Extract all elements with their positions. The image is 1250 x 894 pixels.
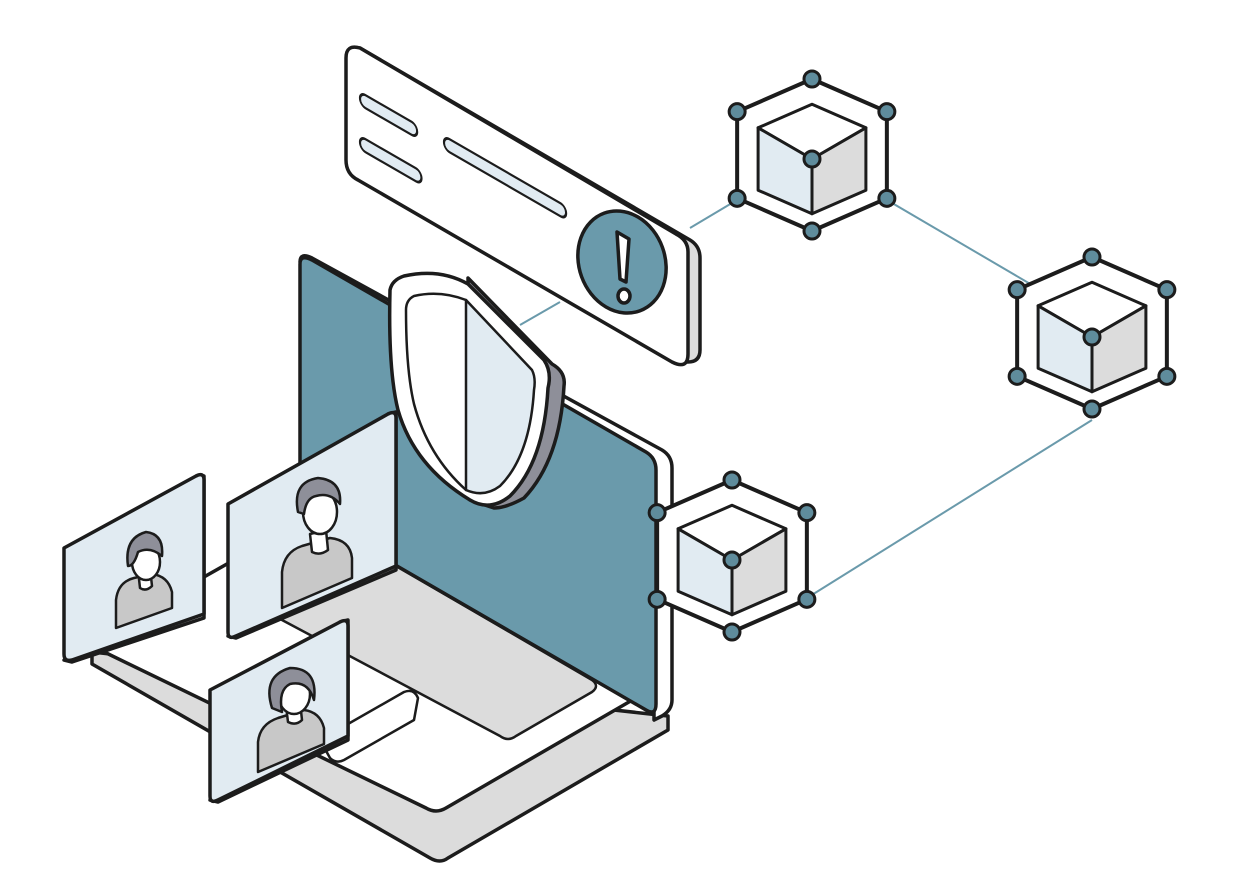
shield-right-half (464, 298, 536, 495)
cube-node (877, 102, 897, 122)
network-links (519, 199, 1093, 599)
cube-node (797, 503, 817, 523)
cube-face-right (1090, 304, 1148, 394)
cube-node (722, 550, 742, 570)
user-avatar-icon (114, 530, 174, 630)
cube-node (647, 589, 667, 609)
user-panel-front (208, 618, 350, 804)
cube-node (1157, 366, 1177, 386)
cube-node (797, 589, 817, 609)
alert-line-long-1 (358, 137, 423, 184)
link-shield-to-card (519, 301, 561, 326)
alert-card-icon (344, 45, 702, 367)
cube-node (727, 102, 747, 122)
blockchain-cubes (647, 69, 1177, 642)
cube-node (877, 188, 897, 208)
alert-line-long-2 (442, 137, 568, 219)
cube-node (722, 622, 742, 642)
cube-face-right (810, 126, 868, 216)
cube-node (1082, 399, 1102, 419)
cube-node (722, 470, 742, 490)
user-avatar-icon (280, 476, 354, 610)
laptop-screen-frame (298, 254, 674, 722)
shield-icon (387, 271, 566, 510)
user-avatar-icon (256, 666, 326, 774)
blockchain-cube-right (1007, 247, 1177, 419)
cube-node (802, 149, 822, 169)
user-panel-left (62, 472, 206, 664)
blockchain-cube-bottom (647, 470, 817, 642)
link-cube-right-to-cube-bottom (806, 419, 1093, 599)
link-cube-top-to-cube-right (886, 199, 1033, 286)
cube-node (647, 503, 667, 523)
cube-node (727, 188, 747, 208)
blockchain-cube-top (727, 69, 897, 241)
link-card-to-cube-top (689, 199, 738, 229)
cube-node (1082, 327, 1102, 347)
user-panel-middle (226, 410, 398, 640)
cube-node (1157, 280, 1177, 300)
alert-line-short (358, 93, 419, 137)
cube-node (1007, 366, 1027, 386)
cube-node (802, 221, 822, 241)
cube-node (1082, 247, 1102, 267)
cube-node (802, 69, 822, 89)
cube-node (1007, 280, 1027, 300)
laptop-touchpad (318, 689, 420, 763)
cube-face-right (730, 527, 788, 617)
